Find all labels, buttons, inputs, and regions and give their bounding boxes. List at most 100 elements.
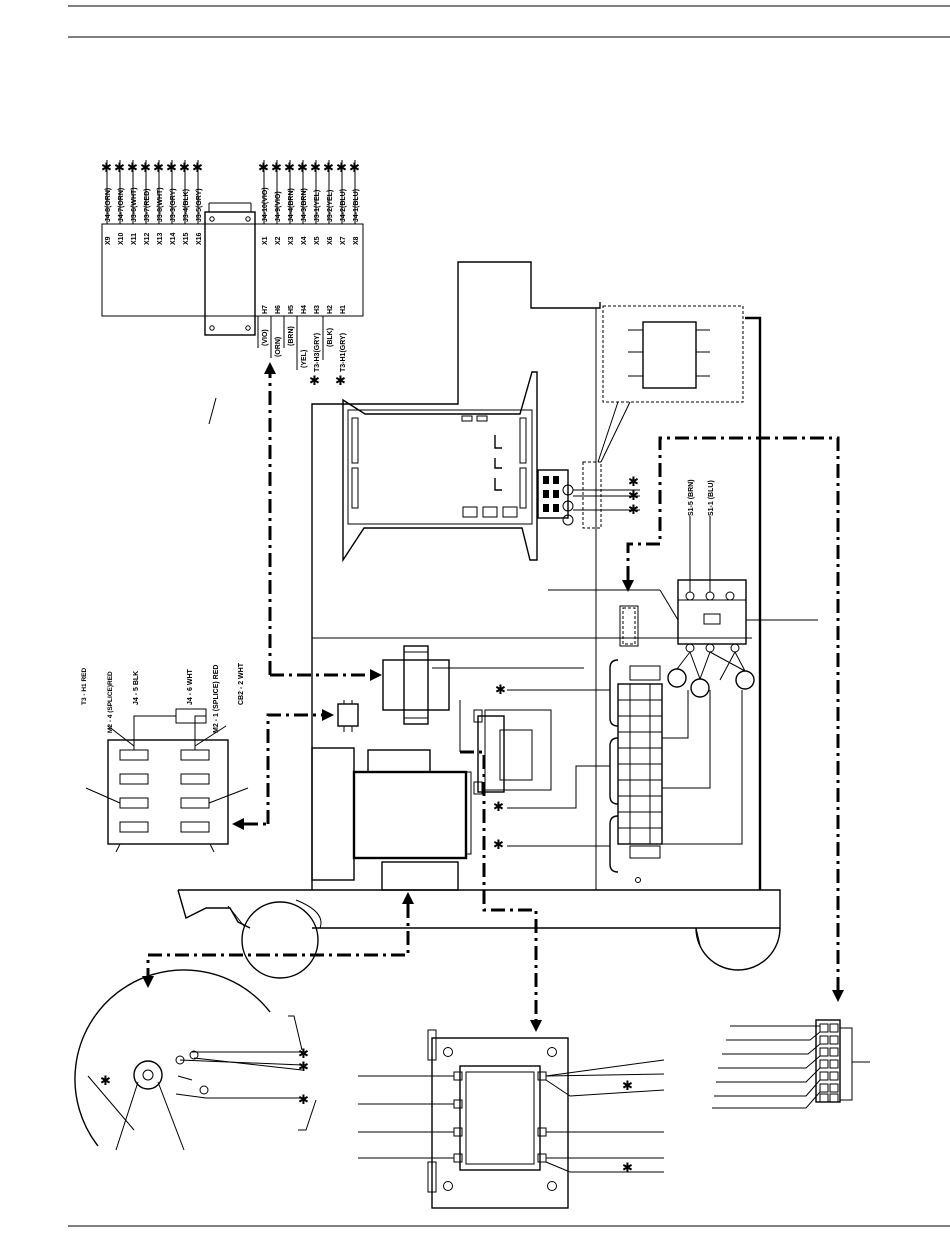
- x6-wire-label: J3-2(YEL): [327, 190, 334, 222]
- asterisk-x7: ✱: [336, 161, 347, 176]
- x6-label: X6: [327, 236, 334, 245]
- x10-wire-label: J4-7(ORN): [118, 188, 125, 222]
- t3-x-right-group: [263, 160, 356, 224]
- s1-contactor: [548, 516, 818, 698]
- leader-line: [208, 397, 217, 425]
- h5-wire-label: (BRN): [288, 326, 295, 346]
- asterisk-x14: ✱: [166, 161, 177, 176]
- asterisk-x13: ✱: [153, 161, 164, 176]
- h7-wire-label: (VIO): [262, 329, 269, 346]
- s1-1-label: S1-1 (BLU): [708, 480, 715, 516]
- asterisk-x16: ✱: [192, 161, 203, 176]
- asterisk-x10: ✱: [114, 161, 125, 176]
- h4-wire-label: (YEL): [301, 350, 308, 368]
- board-terminal-block: [537, 469, 640, 526]
- x14-label: X14: [170, 232, 177, 245]
- front-wheel: [695, 927, 781, 971]
- x7-wire-label: J4-2(BLU): [340, 189, 347, 222]
- asterisk-board-3: ✱: [628, 503, 639, 518]
- h7-label: H7: [262, 305, 269, 314]
- asterisk-fan-inner: ✱: [100, 1074, 111, 1089]
- asterisk-h3: ✱: [309, 374, 320, 389]
- x2-label: X2: [275, 236, 282, 245]
- x14-wire-label: J3-3(GRY): [170, 188, 177, 222]
- asterisk-x15: ✱: [179, 161, 190, 176]
- h3-label: H3: [314, 305, 321, 314]
- plug-label-m2-4: M2 - 4 (SPLICE)RED: [107, 671, 114, 733]
- x13-wire-label: J3-8(WHT): [157, 187, 164, 222]
- x13-label: X13: [157, 232, 164, 245]
- asterisk-fan-3: ✱: [298, 1093, 309, 1108]
- asterisk-x6: ✱: [323, 161, 334, 176]
- internal-wiring: [432, 667, 610, 847]
- asterisk-x5: ✱: [310, 161, 321, 176]
- main-transformer: [311, 747, 472, 891]
- x9-label: X9: [105, 236, 112, 245]
- asterisk-board-1: ✱: [628, 475, 639, 490]
- x1-wire-label: J4-10(VIO): [262, 187, 269, 222]
- plug-label-t3-h1: T3 - H1 RED: [81, 667, 88, 705]
- asterisk-int-1: ✱: [495, 683, 506, 698]
- asterisk-fan-1: ✱: [298, 1047, 309, 1062]
- h6-label: H6: [275, 305, 282, 314]
- x8-label: X8: [353, 236, 360, 245]
- asterisk-x1: ✱: [258, 161, 269, 176]
- x3-label: X3: [288, 236, 295, 245]
- rectifier-heatsink: [609, 605, 743, 883]
- small-transformer: [382, 645, 450, 725]
- x12-wire-label: J3-7(RED): [144, 189, 151, 222]
- s1-5-label: S1-5 (BRN): [688, 479, 695, 516]
- asterisk-x12: ✱: [140, 161, 151, 176]
- asterisk-x11: ✱: [127, 161, 138, 176]
- h-terminal-wires: [257, 316, 324, 370]
- x16-wire-label: J3-5(GRY): [196, 188, 203, 222]
- asterisk-x2: ✱: [271, 161, 282, 176]
- h3-wire-label: T3-H3(GRY): [314, 333, 321, 372]
- x11-label: X11: [131, 233, 138, 245]
- x16-label: X16: [196, 232, 203, 245]
- asterisk-int-3: ✱: [493, 838, 504, 853]
- x10-label: X10: [118, 232, 125, 245]
- transformer-detail: [358, 1029, 665, 1209]
- t3-terminal-board: [101, 202, 364, 336]
- x3-wire-label: J4-4(BRN): [288, 188, 295, 222]
- terminal-strip-detail: [712, 1019, 870, 1109]
- h2-wire-label: (BLK): [327, 328, 334, 347]
- detail-callout: [582, 305, 744, 529]
- control-pc-board: [342, 371, 538, 563]
- asterisk-x4: ✱: [297, 161, 308, 176]
- asterisk-x9: ✱: [101, 161, 112, 176]
- asterisk-x8: ✱: [349, 161, 360, 176]
- h5-label: H5: [288, 305, 295, 314]
- plug-label-j4-6: J4 - 6 WHT: [187, 668, 194, 705]
- x9-wire-label: J4-8(ORN): [105, 188, 112, 222]
- plug-label-j4-5: J4 - 5 BLK: [133, 671, 140, 705]
- x12-label: X12: [144, 232, 151, 245]
- asterisk-h1: ✱: [335, 374, 346, 389]
- asterisk-x3: ✱: [284, 161, 295, 176]
- asterisk-t2-2: ✱: [622, 1161, 633, 1176]
- h1-label: H1: [340, 305, 347, 314]
- x7-label: X7: [340, 236, 347, 245]
- small-relay: [337, 700, 359, 732]
- h2-label: H2: [327, 305, 334, 314]
- plug-label-m2-1: M2 - 1 (SPLICE) RED: [213, 665, 220, 733]
- t2-transformer: [473, 709, 552, 795]
- h4-label: H4: [301, 305, 308, 314]
- h6-wire-label: (ORN): [275, 337, 282, 357]
- chassis-base: [177, 889, 781, 979]
- x15-label: X15: [183, 232, 190, 245]
- fan-motor-detail: [74, 969, 317, 1151]
- x5-wire-label: J3-1(YEL): [314, 190, 321, 222]
- x4-label: X4: [301, 236, 308, 245]
- plug-receptacle: [85, 708, 249, 853]
- t3-x-left-group: [106, 160, 199, 224]
- x8-wire-label: J4-1(BLU): [353, 189, 360, 222]
- x2-wire-label: J4-9(VIO): [275, 191, 282, 222]
- x4-wire-label: J4-3(BRN): [301, 188, 308, 222]
- h1-wire-label: T3-H1(GRY): [340, 333, 347, 372]
- asterisk-board-2: ✱: [628, 489, 639, 504]
- cabinet-outline: [311, 261, 762, 890]
- rear-wheel: [241, 901, 319, 979]
